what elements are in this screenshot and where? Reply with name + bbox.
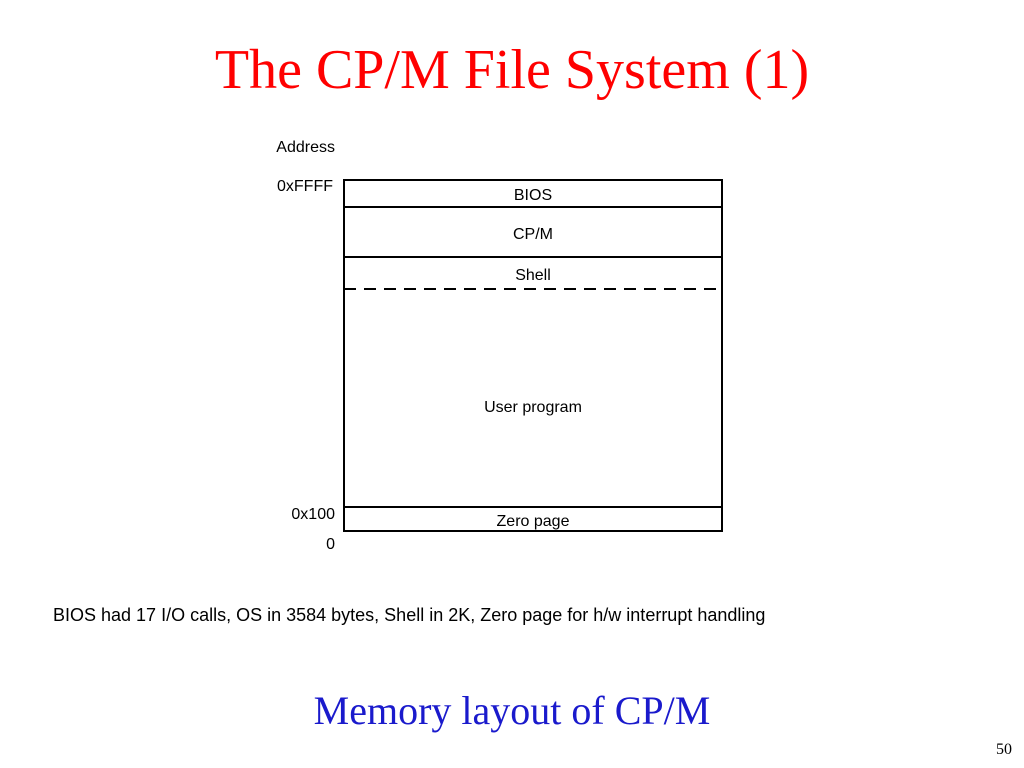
address-label-bottom: 0 (326, 536, 335, 553)
slide-title: The CP/M File System (1) (214, 39, 810, 101)
address-label-zero-page-start: 0x100 (291, 506, 335, 523)
segment-label-shell: Shell (515, 267, 551, 284)
address-label-top: 0xFFFF (277, 178, 333, 195)
segment-label-user-program: User program (484, 399, 582, 416)
memory-map-outline (343, 179, 723, 532)
segment-label-cpm: CP/M (513, 226, 553, 243)
segment-label-zero-page: Zero page (497, 513, 570, 530)
page-number: 50 (996, 741, 1012, 758)
slide-note: BIOS had 17 I/O calls, OS in 3584 bytes,… (53, 605, 766, 625)
segment-label-bios: BIOS (514, 187, 552, 204)
slide-subtitle: Memory layout of CP/M (313, 688, 711, 733)
address-heading: Address (276, 139, 335, 156)
